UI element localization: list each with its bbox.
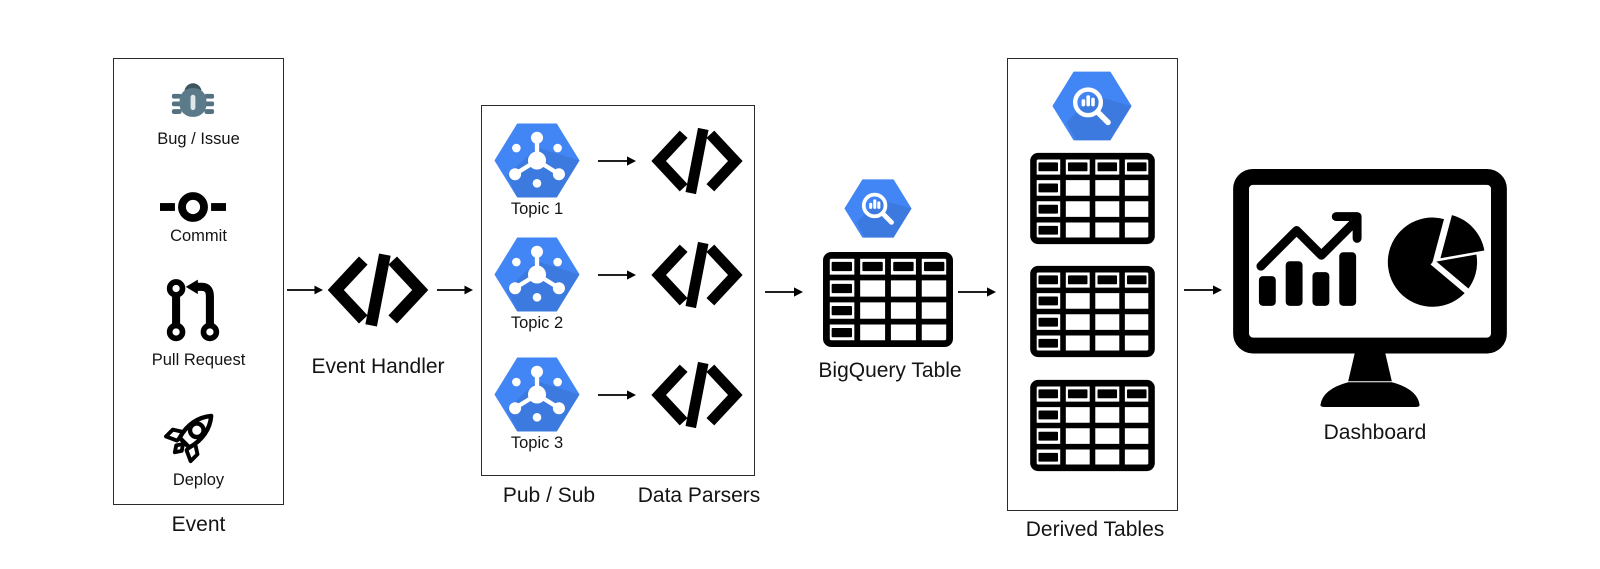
dashboard-label: Dashboard — [1323, 421, 1427, 444]
code-icon — [648, 125, 746, 197]
flow-arrow — [437, 284, 473, 296]
git-pull-request-icon — [164, 278, 222, 344]
table-icon — [822, 251, 954, 348]
bigquery-hexagon-icon — [1052, 71, 1132, 141]
event-handler-label: Event Handler — [311, 355, 445, 378]
pubsub-group-label: Pub / Sub — [502, 484, 596, 507]
event-item-label: Commit — [170, 227, 227, 245]
dashboard-monitor-icon — [1231, 167, 1509, 407]
pubsub-hexagon-icon — [494, 357, 580, 432]
event-item-label: Pull Request — [151, 351, 246, 369]
code-icon — [648, 359, 746, 431]
topic-label: Topic 2 — [510, 314, 564, 332]
derived-tables-label: Derived Tables — [1025, 518, 1165, 541]
code-icon — [648, 239, 746, 311]
event-group-label: Event — [171, 513, 226, 536]
flow-arrow — [958, 286, 996, 298]
flow-arrow — [598, 269, 636, 281]
bigquery-hexagon-icon — [844, 179, 912, 238]
flow-arrow — [764, 286, 804, 298]
data-parsers-label: Data Parsers — [637, 484, 761, 507]
event-item-label: Deploy — [172, 471, 225, 489]
topic-label: Topic 3 — [510, 434, 564, 452]
git-commit-icon — [160, 188, 226, 226]
bigquery-label: BigQuery Table — [818, 359, 962, 382]
flow-arrow — [1184, 284, 1222, 296]
table-icon — [1027, 152, 1158, 245]
event-item-label: Bug / Issue — [157, 130, 240, 148]
flow-arrow — [598, 389, 636, 401]
rocket-icon — [160, 406, 224, 470]
table-icon — [1027, 379, 1158, 472]
bug-icon — [170, 80, 216, 123]
table-icon — [1027, 265, 1158, 358]
flow-arrow — [287, 284, 323, 296]
flow-arrow — [598, 155, 636, 167]
topic-label: Topic 1 — [510, 200, 564, 218]
code-icon — [324, 250, 432, 330]
pubsub-hexagon-icon — [494, 237, 580, 312]
pubsub-hexagon-icon — [494, 123, 580, 198]
